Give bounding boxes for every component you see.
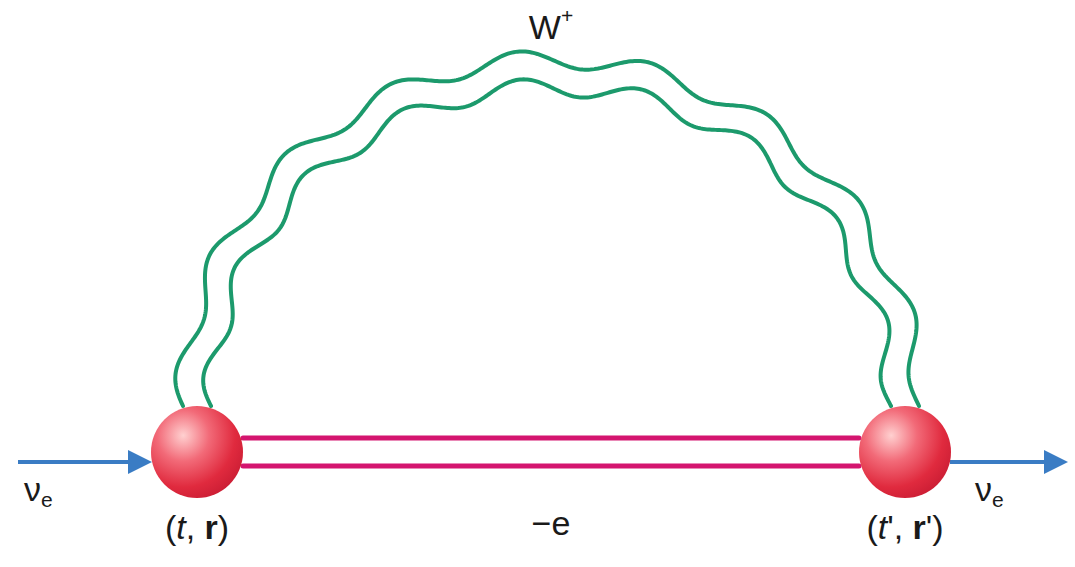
vertex-coordinates: (t', r') (866, 508, 943, 547)
propagator-label: W+ (529, 4, 573, 47)
incoming-neutrino-line (18, 460, 128, 464)
particle-label: νe (24, 470, 53, 513)
propagator-label: −e (532, 504, 571, 543)
outgoing-neutrino-line (950, 460, 1046, 464)
interaction-vertex: (t, r) (151, 406, 243, 498)
propagator-line (243, 436, 859, 441)
propagator-line (243, 464, 859, 469)
electron-propagator (243, 438, 859, 466)
w-boson-propagator (175, 51, 919, 406)
incoming-neutrino-arrowhead (128, 450, 152, 474)
outgoing-neutrino-arrowhead (1044, 450, 1068, 474)
particle-label: νe (975, 470, 1004, 513)
interaction-vertex: (t', r') (859, 406, 951, 498)
propagator-line (175, 51, 919, 406)
propagator-line (203, 79, 891, 406)
vertex-coordinates: (t, r) (165, 508, 229, 547)
